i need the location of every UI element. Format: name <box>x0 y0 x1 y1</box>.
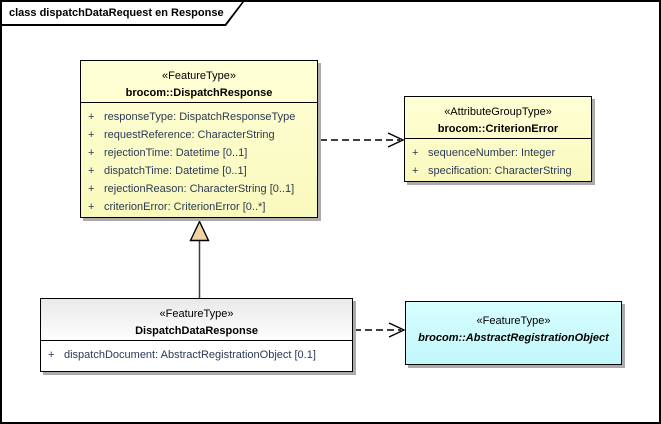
attribute-text: criterionError: CriterionError [0..*] <box>104 201 266 213</box>
class-header: «FeatureType» DispatchDataResponse <box>41 299 352 340</box>
attribute-text: rejectionReason: CharacterString [0..1] <box>104 183 295 195</box>
attribute-row[interactable]: + sequenceNumber: Integer <box>405 144 591 162</box>
attribute-row[interactable]: + dispatchDocument: AbstractRegistration… <box>41 346 352 364</box>
class-attributes: + dispatchDocument: AbstractRegistration… <box>41 340 352 364</box>
attribute-visibility: + <box>88 183 95 195</box>
attribute-text: sequenceNumber: Integer <box>428 147 556 159</box>
class-stereotype: «FeatureType» <box>159 308 234 320</box>
class-box-dispatch-response[interactable]: «FeatureType» brocom::DispatchResponse +… <box>80 60 318 218</box>
attribute-text: dispatchDocument: AbstractRegistrationOb… <box>64 349 316 361</box>
diagram-title: class dispatchDataRequest en Response <box>9 7 224 19</box>
class-stereotype: «FeatureType» <box>476 315 551 327</box>
attribute-text: responseType: DispatchResponseType <box>104 111 296 123</box>
class-name: DispatchDataResponse <box>135 325 258 337</box>
diagram-frame-tab-fill <box>2 2 242 24</box>
attribute-visibility: + <box>88 165 95 177</box>
attribute-visibility: + <box>88 111 95 123</box>
attribute-visibility: + <box>88 147 95 159</box>
class-header: «AttributeGroupType» brocom::CriterionEr… <box>405 97 591 138</box>
class-attributes: + sequenceNumber: Integer + specificatio… <box>405 138 591 180</box>
attribute-row[interactable]: + specification: CharacterString <box>405 162 591 180</box>
attribute-row[interactable]: + responseType: DispatchResponseType <box>81 108 317 126</box>
diagram-frame-tab: class dispatchDataRequest en Response <box>2 2 244 26</box>
attribute-visibility: + <box>88 201 95 213</box>
class-header: «FeatureType» brocom::DispatchResponse <box>81 61 317 102</box>
attribute-visibility: + <box>48 349 55 361</box>
generalization-dispatchdataresponse-to-dispatchresponse[interactable] <box>189 219 210 299</box>
class-name: brocom::AbstractRegistrationObject <box>418 332 609 344</box>
dependency-dispatchdataresponse-to-abstractregistrationobject[interactable] <box>354 322 406 338</box>
attribute-row[interactable]: + dispatchTime: Datetime [0..1] <box>81 162 317 180</box>
class-name: brocom::DispatchResponse <box>125 87 273 99</box>
class-box-abstract-registration-object[interactable]: «FeatureType» brocom::AbstractRegistrati… <box>405 301 622 365</box>
class-name: brocom::CriterionError <box>437 123 559 135</box>
class-stereotype: «AttributeGroupType» <box>444 106 552 118</box>
class-box-dispatch-data-response[interactable]: «FeatureType» DispatchDataResponse + dis… <box>40 298 353 372</box>
attribute-text: rejectionTime: Datetime [0..1] <box>104 147 248 159</box>
class-header: «FeatureType» brocom::AbstractRegistrati… <box>406 302 621 347</box>
attribute-visibility: + <box>412 147 419 159</box>
attribute-row[interactable]: + rejectionTime: Datetime [0..1] <box>81 144 317 162</box>
attribute-visibility: + <box>88 129 95 141</box>
attribute-row[interactable]: + requestReference: CharacterString <box>81 126 317 144</box>
class-attributes: + responseType: DispatchResponseType + r… <box>81 102 317 216</box>
class-stereotype: «FeatureType» <box>162 70 236 82</box>
dependency-dispatchresponse-to-criterionerror[interactable] <box>320 132 405 148</box>
attribute-row[interactable]: + criterionError: CriterionError [0..*] <box>81 198 317 216</box>
attribute-text: specification: CharacterString <box>428 165 572 177</box>
attribute-text: dispatchTime: Datetime [0..1] <box>104 165 247 177</box>
attribute-text: requestReference: CharacterString <box>104 129 275 141</box>
class-box-criterion-error[interactable]: «AttributeGroupType» brocom::CriterionEr… <box>404 96 592 182</box>
attribute-row[interactable]: + rejectionReason: CharacterString [0..1… <box>81 180 317 198</box>
attribute-visibility: + <box>412 165 419 177</box>
